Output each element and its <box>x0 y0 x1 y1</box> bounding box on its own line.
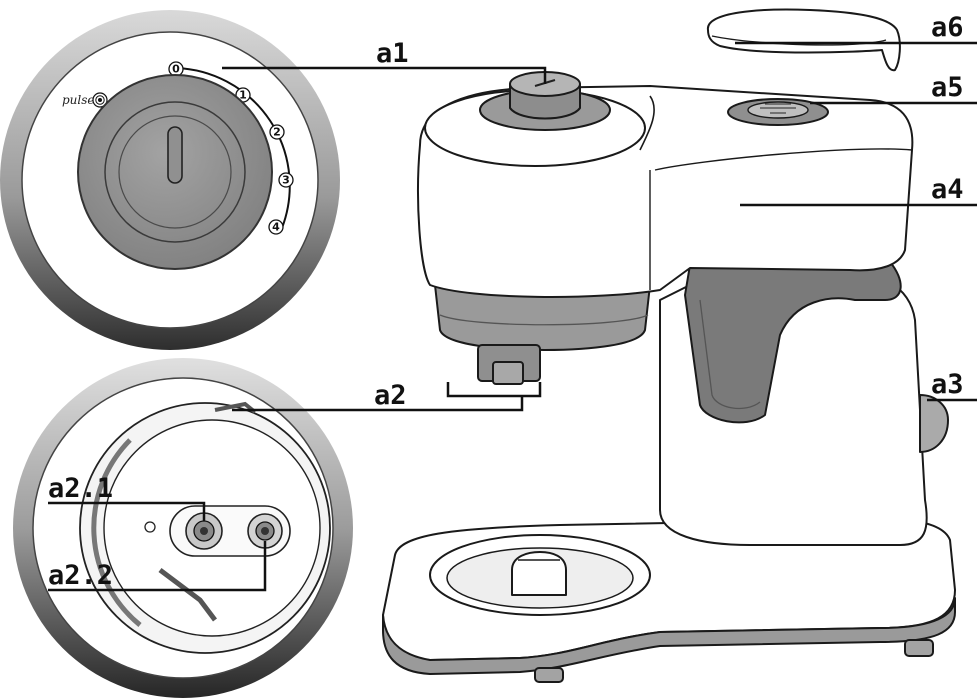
base-underside <box>382 597 956 675</box>
leader-a2-1 <box>48 501 206 521</box>
leader-a1 <box>222 66 547 84</box>
label-a3: a3 <box>931 369 964 400</box>
speed-4-marker <box>268 219 284 235</box>
speed-4-label: 4 <box>272 221 280 234</box>
label-a1: a1 <box>376 38 409 69</box>
knob-indicator <box>167 126 183 184</box>
outlet-screw <box>144 521 156 533</box>
callout-labels: a1 a6 a5 a4 a3 a2 a2.1 a2.2 <box>48 12 964 591</box>
release-button <box>919 394 949 453</box>
leader-a2-2 <box>48 541 267 592</box>
speed-3-marker <box>278 172 294 188</box>
speed-arc <box>175 67 291 229</box>
label-a2-2: a2.2 <box>48 560 113 591</box>
foot-front <box>534 667 564 683</box>
head-underside <box>434 284 651 351</box>
label-a6: a6 <box>931 12 964 43</box>
leader-a2 <box>232 382 542 412</box>
speed-1-label: 1 <box>239 89 247 102</box>
pulse-icon <box>92 92 108 108</box>
column-arch <box>684 259 902 424</box>
label-a2: a2 <box>374 380 407 411</box>
bowl-spindle <box>511 551 567 596</box>
label-a4: a4 <box>931 174 964 205</box>
label-a2-1: a2.1 <box>48 473 113 504</box>
speed-2-label: 2 <box>273 126 281 139</box>
port-cover <box>706 8 901 72</box>
outlet-lock-tab <box>158 568 217 622</box>
speed-2-marker <box>269 124 285 140</box>
speed-3-label: 3 <box>282 174 290 187</box>
knob-inner-ring <box>104 101 246 243</box>
pulse-label: pulse <box>62 93 95 107</box>
outlet-edge-shadow <box>91 438 142 627</box>
foot-right <box>904 639 934 657</box>
knob-inner-ring-2 <box>118 115 232 229</box>
label-a5: a5 <box>931 72 964 103</box>
speed-0-label: 0 <box>172 63 180 76</box>
food-processor <box>382 8 956 683</box>
callout-lines <box>48 41 977 592</box>
speed-dial-inset: 0 1 2 3 4 pulse <box>0 10 340 350</box>
